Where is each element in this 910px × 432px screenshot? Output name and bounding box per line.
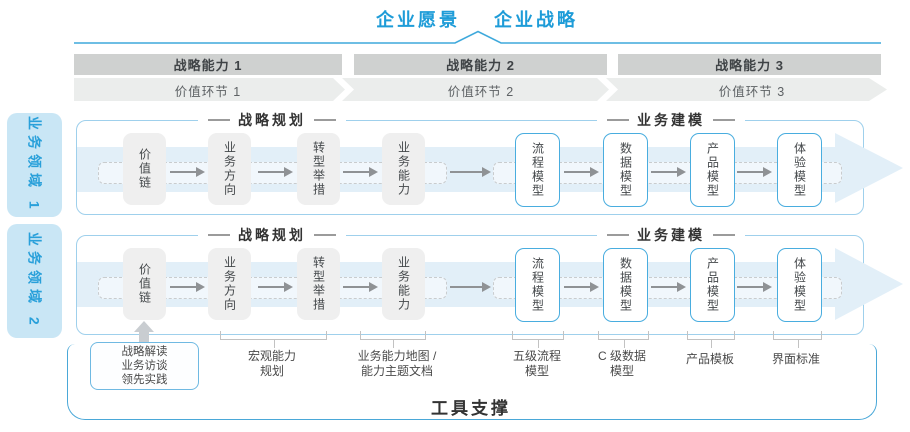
flow-arrow-icon	[651, 167, 686, 176]
flow-arrow-icon	[343, 282, 378, 291]
up-arrow-stem	[139, 332, 149, 344]
macro-capability-note: 宏观能力 规划	[247, 349, 296, 378]
caret-line-icon	[74, 30, 881, 44]
planning-dashed-lane	[98, 277, 447, 299]
business-domain-tab-1: 业务领域 1	[7, 113, 62, 217]
tab-label: 业务领域 1	[26, 116, 43, 214]
brace-icon	[512, 331, 564, 348]
box-label: 流程模型	[530, 142, 545, 198]
modeling-dashed-lane	[493, 277, 842, 299]
value-chain-chevron-icon	[74, 78, 887, 101]
box-label: 业务能力	[396, 141, 411, 197]
experience-model-box: 体验模型	[777, 248, 822, 322]
transformation-box: 转型举措	[297, 133, 340, 205]
box-label: 转型举措	[311, 141, 326, 197]
section-title-text: 业务建模	[637, 112, 705, 128]
planning-dashed-lane	[98, 162, 447, 184]
strategy-title: 企业战略	[494, 10, 578, 30]
strategic-capability-bar-2: 战略能力 2	[354, 54, 607, 75]
value-chain-box: 价值链	[123, 248, 166, 320]
data-model-note: C 级数据 模型	[597, 349, 646, 378]
modeling-section-title: 业务建模	[597, 225, 745, 245]
flow-arrow-icon	[450, 167, 491, 176]
process-model-box: 流程模型	[515, 133, 560, 207]
flow-arrow-icon	[170, 282, 205, 291]
strategic-capability-bar-3: 战略能力 3	[618, 54, 881, 75]
up-arrow-icon	[134, 321, 154, 332]
section-title-text: 战略规划	[238, 227, 306, 243]
section-title-text: 战略规划	[238, 112, 306, 128]
box-label: 体验模型	[792, 142, 807, 198]
tool-support-container	[67, 344, 877, 420]
domain-1-row: 战略规划 业务建模 价值链 业务方向 转型举措 业务能力 流程模型 数据模型 产…	[0, 110, 910, 215]
business-direction-box: 业务方向	[208, 248, 251, 320]
flow-arrow-icon	[564, 167, 599, 176]
capability-map-note: 业务能力地图 / 能力主题文档	[357, 349, 437, 378]
flow-arrow-icon	[170, 167, 205, 176]
transformation-box: 转型举措	[297, 248, 340, 320]
bar-label: 战略能力 3	[715, 58, 784, 73]
domain-2-row: 战略规划 业务建模 价值链 业务方向 转型举措 业务能力 流程模型 数据模型 产…	[0, 225, 910, 335]
practice-note-box: 战略解读 业务访谈 领先实践	[90, 342, 199, 390]
tool-support-title: 工具支撑	[431, 399, 511, 418]
box-label: 业务方向	[222, 256, 237, 312]
value-link-3: 价值环节 3	[718, 85, 786, 99]
box-label: 业务方向	[222, 141, 237, 197]
value-link-1: 价值环节 1	[174, 85, 242, 99]
box-label: 产品模型	[705, 142, 720, 198]
planning-section-title: 战略规划	[198, 110, 346, 130]
flow-arrow-icon	[343, 167, 378, 176]
value-chain-box: 价值链	[123, 133, 166, 205]
business-capability-box: 业务能力	[382, 248, 425, 320]
process-model-note: 五级流程 模型	[512, 349, 561, 378]
data-model-box: 数据模型	[603, 133, 648, 207]
vision-title: 企业愿景	[376, 10, 460, 30]
header-titles: 企业愿景 企业战略	[22, 6, 910, 32]
box-label: 产品模型	[705, 257, 720, 313]
brace-icon	[687, 331, 735, 348]
product-model-box: 产品模型	[690, 248, 735, 322]
box-label: 业务能力	[396, 256, 411, 312]
product-template-note: 产品模板	[685, 352, 734, 366]
section-title-text: 业务建模	[637, 227, 705, 243]
brace-icon	[360, 331, 426, 348]
modeling-section-title: 业务建模	[597, 110, 745, 130]
box-label: 体验模型	[792, 257, 807, 313]
tab-label: 业务领域 2	[26, 232, 43, 330]
flow-arrow-icon	[737, 167, 772, 176]
box-label: 价值链	[137, 263, 152, 305]
bar-label: 战略能力 2	[446, 58, 515, 73]
flow-arrow-icon	[564, 282, 599, 291]
data-model-box: 数据模型	[603, 248, 648, 322]
process-model-box: 流程模型	[515, 248, 560, 322]
flow-arrow-icon	[258, 167, 293, 176]
experience-model-box: 体验模型	[777, 133, 822, 207]
box-label: 数据模型	[618, 142, 633, 198]
flow-arrow-icon	[450, 282, 491, 291]
ui-standard-note: 界面标准	[771, 352, 820, 366]
flow-arrow-icon	[258, 282, 293, 291]
planning-section-title: 战略规划	[198, 225, 346, 245]
flow-arrow-icon	[737, 282, 772, 291]
strategic-capability-bar-1: 战略能力 1	[74, 54, 342, 75]
flow-arrow-icon	[651, 282, 686, 291]
brace-icon	[598, 331, 649, 348]
box-label: 价值链	[137, 148, 152, 190]
business-direction-box: 业务方向	[208, 133, 251, 205]
box-label: 转型举措	[311, 256, 326, 312]
business-domain-tab-2: 业务领域 2	[7, 224, 62, 338]
box-label: 数据模型	[618, 257, 633, 313]
bar-label: 战略能力 1	[173, 58, 243, 73]
box-label: 流程模型	[530, 257, 545, 313]
product-model-box: 产品模型	[690, 133, 735, 207]
value-link-2: 价值环节 2	[447, 85, 515, 99]
brace-icon	[220, 331, 327, 348]
business-capability-box: 业务能力	[382, 133, 425, 205]
modeling-dashed-lane	[493, 162, 842, 184]
brace-icon	[773, 331, 822, 348]
